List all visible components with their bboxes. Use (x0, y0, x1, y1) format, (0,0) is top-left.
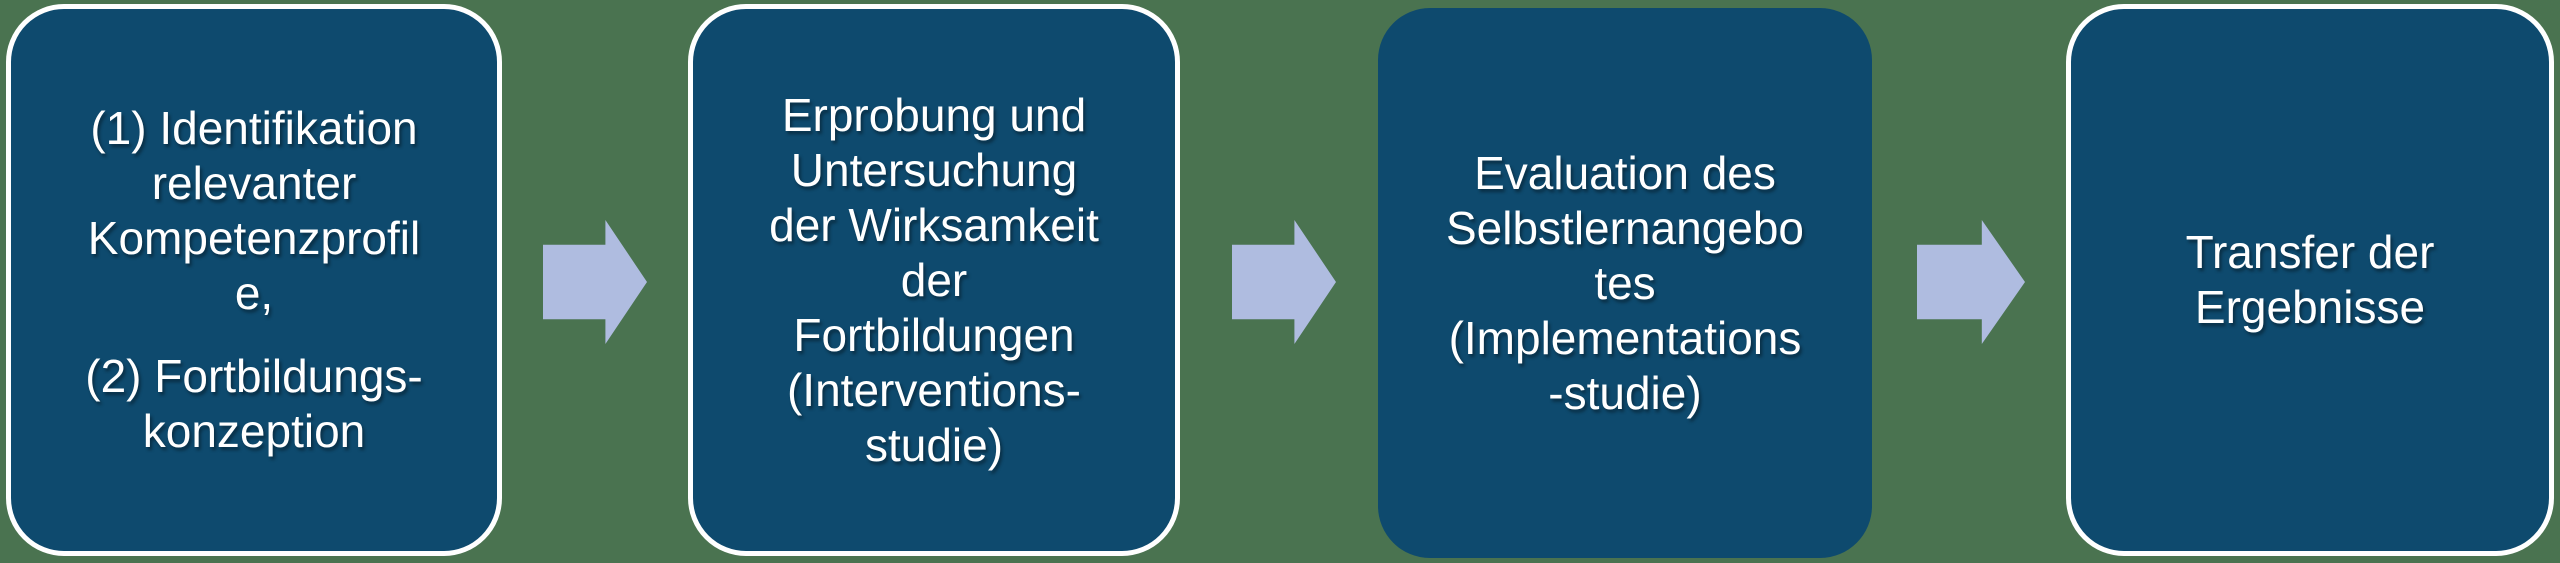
right-arrow-icon (543, 220, 647, 344)
step-box-identifikation-fortbildungskonzeption: (1) Identifikation relevanter Kompetenzp… (6, 4, 502, 556)
step-text-paragraph: Erprobung und Untersuchung der Wirksamke… (769, 88, 1099, 471)
step-text-paragraph: Evaluation des Selbstlernangebo tes (Imp… (1445, 146, 1805, 419)
step-text-paragraph: (2) Fortbildungs- konzeption (85, 350, 423, 457)
step-box-evaluation-implementationsstudie: Evaluation des Selbstlernangebo tes (Imp… (1378, 8, 1872, 558)
right-arrow-icon (1917, 220, 2025, 344)
step-text-paragraph: Transfer der Ergebnisse (2185, 226, 2435, 333)
step-box-erprobung-interventionsstudie: Erprobung und Untersuchung der Wirksamke… (688, 4, 1180, 556)
step-text-paragraph: (1) Identifikation relevanter Kompetenzp… (87, 102, 421, 319)
right-arrow-icon (1232, 220, 1336, 344)
step-box-transfer-ergebnisse: Transfer der Ergebnisse (2066, 4, 2554, 556)
